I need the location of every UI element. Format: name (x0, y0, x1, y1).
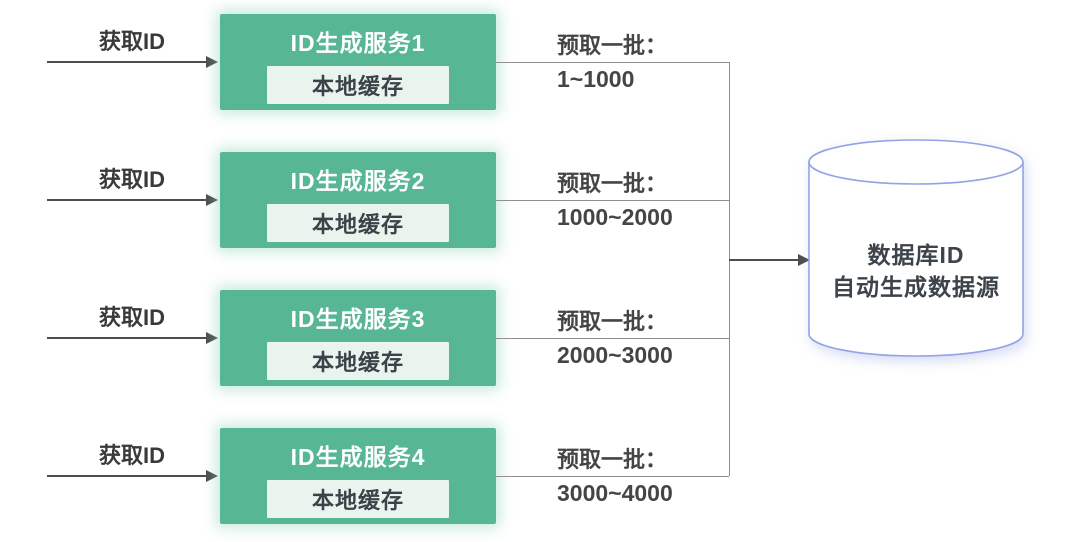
request-arrow (47, 470, 218, 482)
prefetch-connector-line (496, 62, 729, 63)
service-box: ID生成服务2 本地缓存 (220, 152, 496, 248)
arrowhead-icon (206, 194, 218, 206)
prefetch-connector-line (496, 338, 729, 339)
request-arrow-label: 获取ID (98, 167, 165, 192)
service-title: ID生成服务2 (290, 168, 426, 194)
request-arrow (47, 332, 218, 344)
local-cache-label: 本地缓存 (311, 212, 404, 237)
service-box: ID生成服务3 本地缓存 (220, 290, 496, 386)
arrowhead-icon (206, 470, 218, 482)
request-arrow (47, 194, 218, 206)
request-arrow-label: 获取ID (98, 443, 165, 468)
local-cache-box: 本地缓存 (267, 480, 449, 518)
local-cache-box: 本地缓存 (267, 66, 449, 104)
local-cache-label: 本地缓存 (311, 74, 404, 99)
request-arrow-label: 获取ID (98, 305, 165, 330)
local-cache-box: 本地缓存 (267, 204, 449, 242)
prefetch-label: 预取一批： (557, 309, 668, 334)
service-title: ID生成服务1 (290, 30, 426, 56)
request-arrow-label: 获取ID (98, 29, 165, 54)
arrowhead-icon (206, 56, 218, 68)
local-cache-label: 本地缓存 (311, 350, 404, 375)
arrowhead-icon (206, 332, 218, 344)
prefetch-label: 预取一批： (557, 171, 668, 196)
request-arrow (47, 56, 218, 68)
service-title: ID生成服务3 (290, 306, 426, 332)
database-label-line2: 自动生成数据源 (832, 274, 1000, 300)
service-title: ID生成服务4 (290, 444, 426, 470)
prefetch-label: 预取一批： (557, 33, 668, 58)
database-label: 数据库ID 自动生成数据源 (806, 239, 1026, 303)
service-box: ID生成服务1 本地缓存 (220, 14, 496, 110)
local-cache-label: 本地缓存 (311, 488, 404, 513)
arrowhead-icon (798, 254, 810, 266)
prefetch-range: 2000~3000 (557, 342, 673, 368)
prefetch-range: 1~1000 (557, 66, 635, 92)
prefetch-label: 预取一批： (557, 447, 668, 472)
service-box: ID生成服务4 本地缓存 (220, 428, 496, 524)
local-cache-box: 本地缓存 (267, 342, 449, 380)
trunk-connector-line (729, 62, 730, 476)
prefetch-connector-line (496, 476, 729, 477)
database-cylinder-icon (808, 139, 1024, 357)
database-arrow (729, 254, 810, 266)
database-label-line1: 数据库ID (867, 242, 965, 268)
prefetch-connector-line (496, 200, 729, 201)
prefetch-range: 1000~2000 (557, 204, 673, 230)
prefetch-range: 3000~4000 (557, 480, 673, 506)
